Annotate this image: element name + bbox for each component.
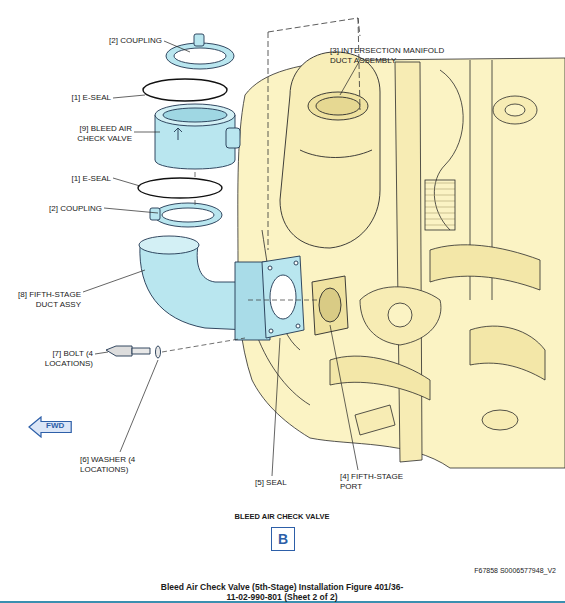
callout-label: [2] COUPLING <box>109 36 162 46</box>
callout-label: [9] BLEED AIR CHECK VALVE <box>60 124 132 143</box>
callout-label: [4] FIFTH-STAGE PORT <box>340 472 420 491</box>
callout-label: [3] INTERSECTION MANIFOLD DUCT ASSEMBLY <box>330 46 465 65</box>
direction-arrow: FWD <box>28 416 72 438</box>
callout-label: [1] E-SEAL <box>71 174 111 184</box>
figure-caption: Bleed Air Check Valve (5th-Stage) Instal… <box>157 582 407 602</box>
engine-body <box>238 58 565 468</box>
blue-parts <box>106 34 304 358</box>
callout-label: [8] FIFTH-STAGE DUCT ASSY <box>3 290 81 309</box>
alignment-lines <box>162 172 320 352</box>
view-letter-box: B <box>271 527 295 551</box>
callout-label: [2] COUPLING <box>49 204 102 214</box>
callout-label: [5] SEAL <box>255 478 287 488</box>
direction-label: FWD <box>46 421 66 431</box>
leader-lines <box>83 41 360 476</box>
view-letter: B <box>278 531 288 547</box>
manifold-duct <box>280 52 380 248</box>
view-title: BLEED AIR CHECK VALVE <box>235 512 330 522</box>
callout-label: [6] WASHER (4 LOCATIONS) <box>80 455 158 474</box>
callout-label: [1] E-SEAL <box>71 93 111 103</box>
drawing-id: F67858 S0006577948_V2 <box>474 566 556 576</box>
callout-label: [7] BOLT (4 LOCATIONS) <box>25 349 93 368</box>
